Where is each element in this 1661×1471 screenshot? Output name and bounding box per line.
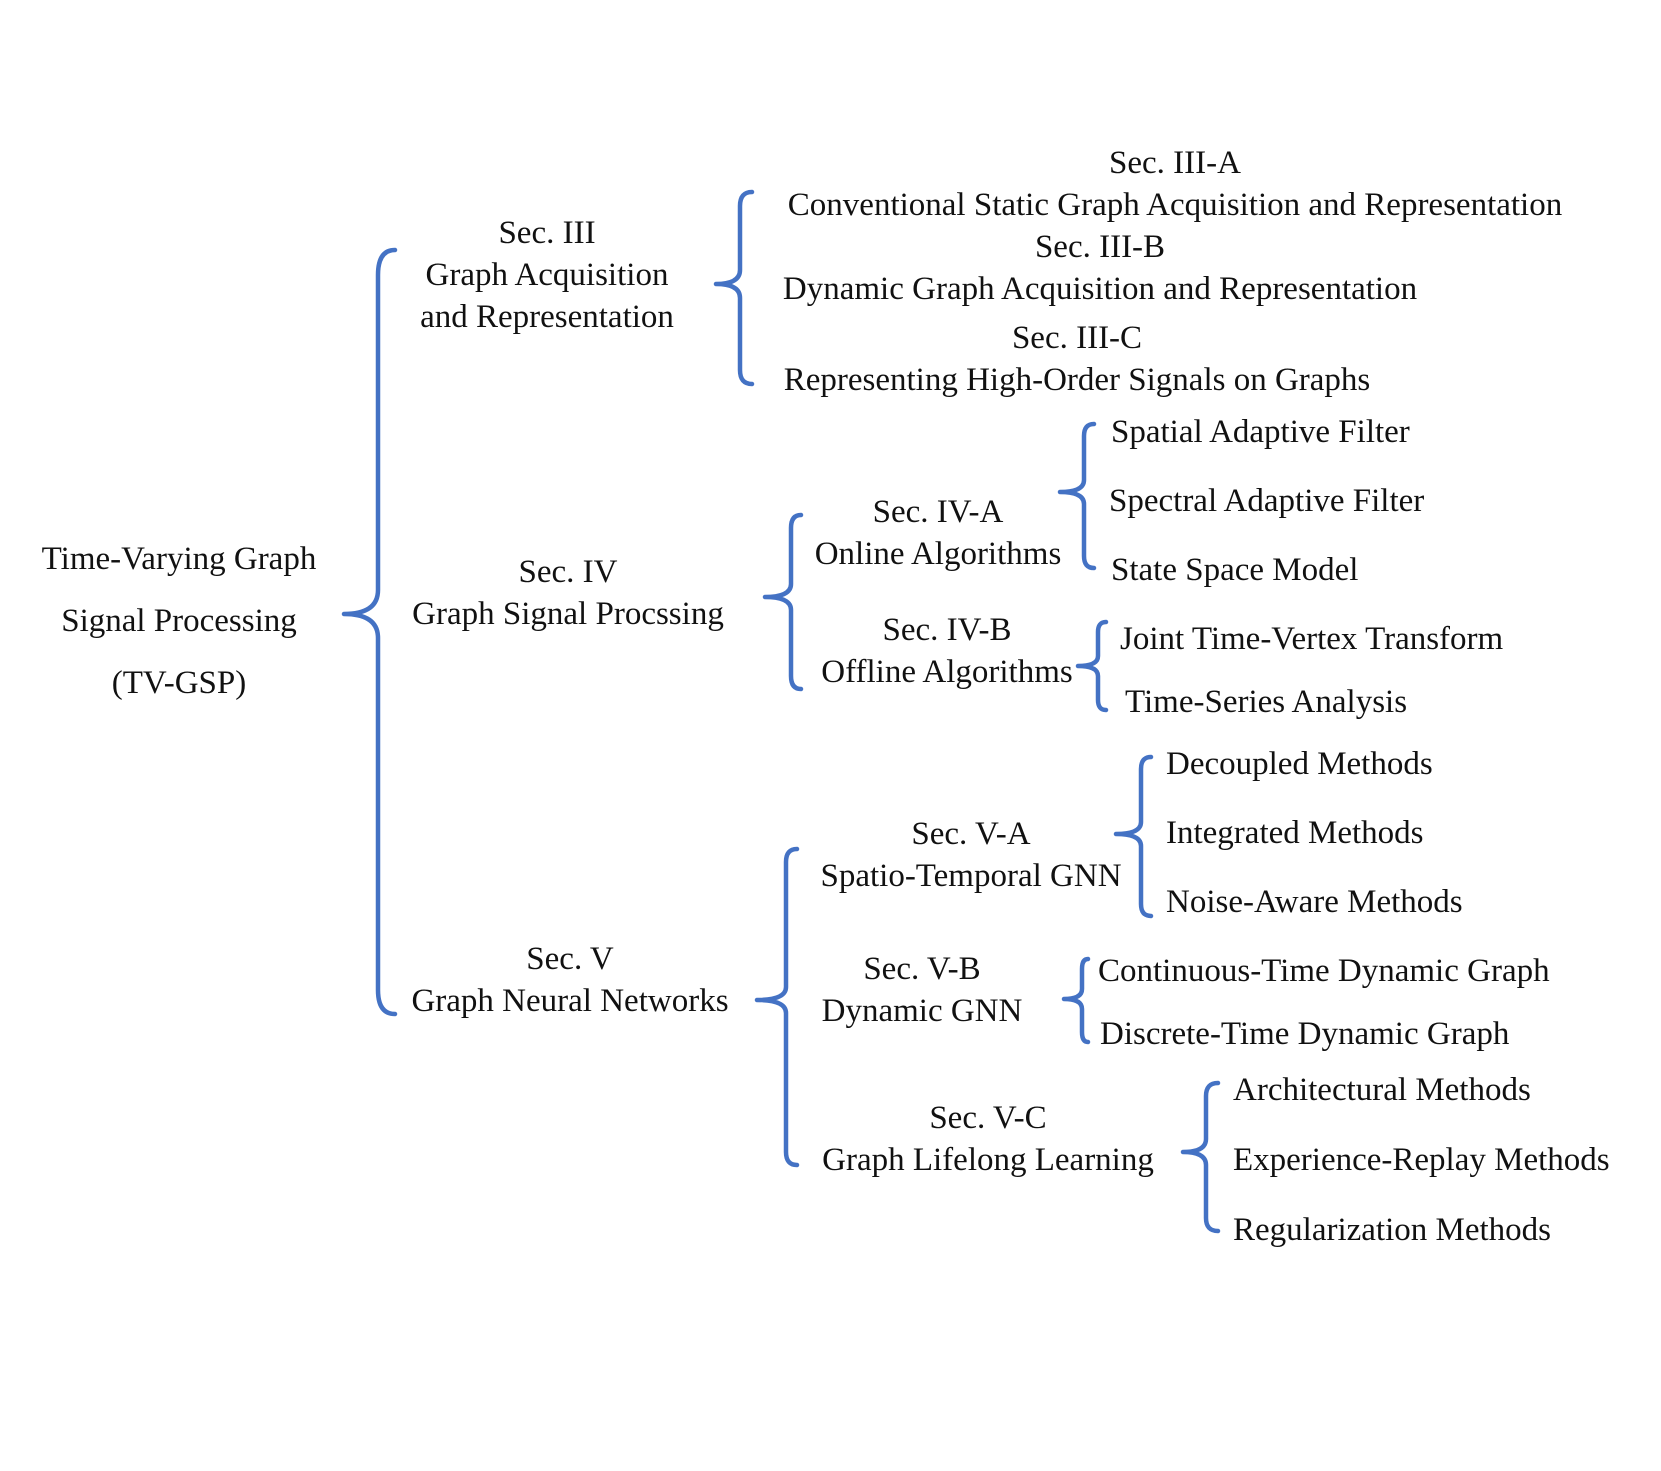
sec5b-title: Dynamic GNN — [821, 993, 1023, 1029]
sec4a-item: Spatial Adaptive Filter — [1111, 411, 1410, 453]
sec5b-node: Sec. V-B Dynamic GNN — [822, 948, 1023, 1032]
sec3a-label: Sec. III-A — [1109, 145, 1241, 181]
sec4b-brace — [1075, 619, 1109, 713]
sec5c-label: Sec. V-C — [929, 1100, 1047, 1136]
root-line1: Time-Varying Graph — [41, 541, 317, 577]
sec5a-brace — [1113, 754, 1154, 919]
sec3-label: Sec. III — [498, 215, 596, 251]
item-text: Regularization Methods — [1233, 1212, 1552, 1248]
item-text: Integrated Methods — [1166, 815, 1424, 851]
sec4b-item: Time-Series Analysis — [1125, 681, 1407, 723]
sec3c-node: Sec. III-C Representing High-Order Signa… — [784, 317, 1371, 401]
sec5c-brace — [1180, 1080, 1221, 1234]
sec3b-label: Sec. III-B — [1034, 229, 1166, 265]
sec5-brace — [754, 846, 800, 1168]
sec5-label: Sec. V — [526, 941, 614, 977]
sec3a-title: Conventional Static Graph Acquisition an… — [787, 187, 1563, 223]
sec4-title: Graph Signal Procssing — [412, 596, 724, 632]
item-text: Joint Time-Vertex Transform — [1120, 621, 1504, 657]
item-text: Time-Series Analysis — [1125, 684, 1408, 720]
item-text: Continuous-Time Dynamic Graph — [1098, 953, 1550, 989]
sec4a-item: State Space Model — [1111, 549, 1358, 591]
sec5a-title: Spatio-Temporal GNN — [820, 858, 1122, 894]
sec3-title-line2: and Representation — [420, 299, 674, 335]
sec5a-item: Noise-Aware Methods — [1166, 881, 1463, 923]
sec5c-item: Regularization Methods — [1233, 1209, 1551, 1251]
root-line2: Signal Processing — [61, 603, 297, 639]
item-text: State Space Model — [1111, 552, 1359, 588]
sec4-node: Sec. IV Graph Signal Procssing — [412, 551, 724, 635]
sec4-label: Sec. IV — [518, 554, 618, 590]
item-text: Architectural Methods — [1233, 1072, 1531, 1108]
sec5-title: Graph Neural Networks — [411, 983, 729, 1019]
item-text: Spectral Adaptive Filter — [1109, 483, 1425, 519]
sec5b-brace — [1061, 956, 1091, 1045]
sec5c-item: Architectural Methods — [1233, 1069, 1531, 1111]
item-text: Noise-Aware Methods — [1166, 884, 1463, 920]
sec5b-label: Sec. V-B — [863, 951, 981, 987]
sec5b-item: Continuous-Time Dynamic Graph — [1098, 950, 1550, 992]
sec3c-label: Sec. III-C — [1011, 320, 1143, 356]
sec3-brace — [713, 189, 755, 387]
sec5-node: Sec. V Graph Neural Networks — [411, 938, 728, 1022]
sec3a-node: Sec. III-A Conventional Static Graph Acq… — [788, 142, 1562, 226]
sec5a-node: Sec. V-A Spatio-Temporal GNN — [820, 813, 1121, 897]
item-text: Decoupled Methods — [1166, 746, 1433, 782]
sec4a-item: Spectral Adaptive Filter — [1109, 480, 1424, 522]
sec4a-title: Online Algorithms — [814, 536, 1062, 572]
sec5b-item: Discrete-Time Dynamic Graph — [1100, 1013, 1509, 1055]
sec4-brace — [762, 512, 804, 692]
item-text: Spatial Adaptive Filter — [1111, 414, 1410, 450]
sec4b-title: Offline Algorithms — [821, 654, 1073, 690]
sec3b-title: Dynamic Graph Acquisition and Representa… — [782, 271, 1418, 307]
sec4b-item: Joint Time-Vertex Transform — [1120, 618, 1503, 660]
sec5c-item: Experience-Replay Methods — [1233, 1139, 1610, 1181]
sec5c-node: Sec. V-C Graph Lifelong Learning — [822, 1097, 1154, 1181]
root-line3: (TV-GSP) — [111, 665, 247, 701]
sec4a-label: Sec. IV-A — [872, 494, 1004, 530]
item-text: Discrete-Time Dynamic Graph — [1100, 1016, 1510, 1052]
sec4a-node: Sec. IV-A Online Algorithms — [815, 491, 1062, 575]
sec5c-title: Graph Lifelong Learning — [822, 1142, 1154, 1178]
sec4b-label: Sec. IV-B — [882, 612, 1012, 648]
sec5a-item: Integrated Methods — [1166, 812, 1424, 854]
root-brace — [341, 247, 398, 1017]
sec5a-item: Decoupled Methods — [1166, 743, 1433, 785]
sec3c-title: Representing High-Order Signals on Graph… — [783, 362, 1371, 398]
sec4a-brace — [1057, 421, 1097, 571]
sec4b-node: Sec. IV-B Offline Algorithms — [821, 609, 1072, 693]
sec5a-label: Sec. V-A — [911, 816, 1031, 852]
item-text: Experience-Replay Methods — [1233, 1142, 1610, 1178]
root-node: Time-Varying Graph Signal Processing (TV… — [42, 528, 317, 714]
sec3-node: Sec. III Graph Acquisition and Represent… — [420, 212, 674, 338]
sec3b-node: Sec. III-B Dynamic Graph Acquisition and… — [783, 226, 1417, 310]
sec3-title-line1: Graph Acquisition — [425, 257, 669, 293]
